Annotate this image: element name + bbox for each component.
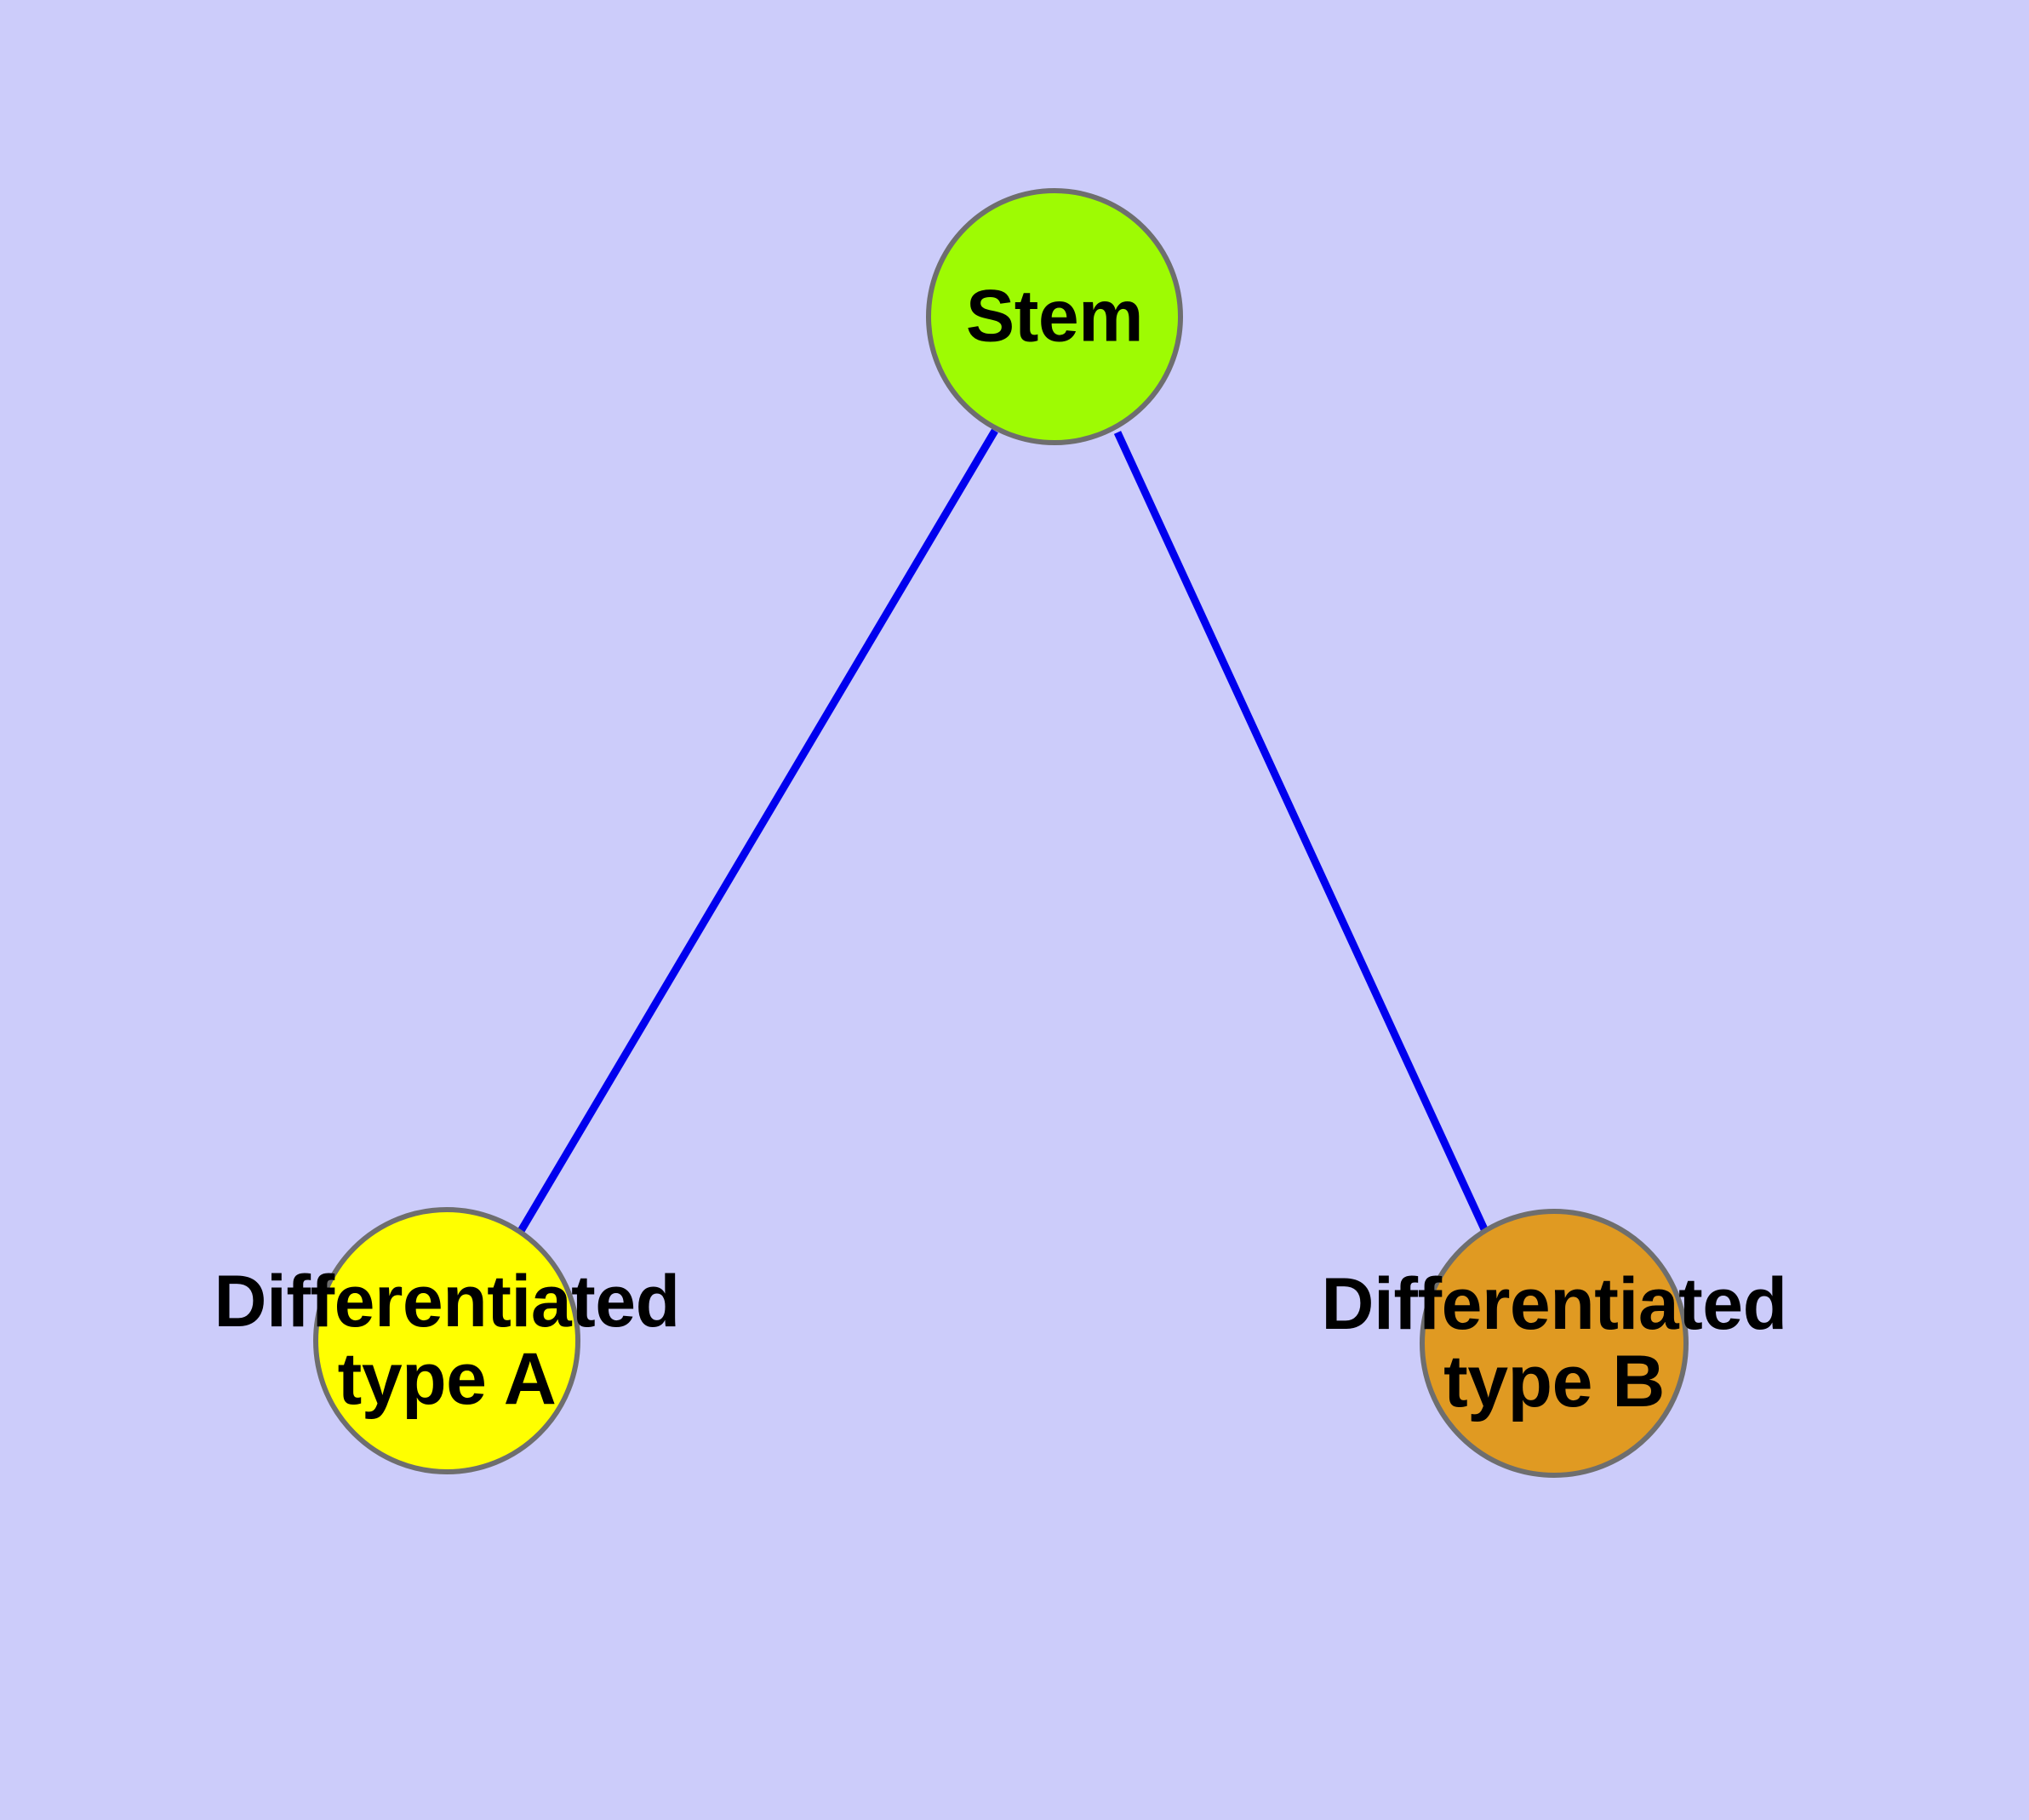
node-differentiated-type-a[interactable]: Differentiated type A bbox=[214, 1207, 680, 1474]
node-stem-label: Stem bbox=[965, 275, 1144, 358]
edge-stem-to-diff-a[interactable] bbox=[517, 428, 998, 1233]
node-differentiated-type-b[interactable]: Differentiated type B bbox=[1321, 1209, 1787, 1478]
edge-stem-to-diff-b[interactable] bbox=[1113, 431, 1489, 1231]
node-differentiated-type-a-label: Differentiated type A bbox=[214, 1260, 680, 1420]
node-stem[interactable]: Stem bbox=[926, 188, 1183, 445]
node-differentiated-type-b-label: Differentiated type B bbox=[1321, 1262, 1787, 1422]
